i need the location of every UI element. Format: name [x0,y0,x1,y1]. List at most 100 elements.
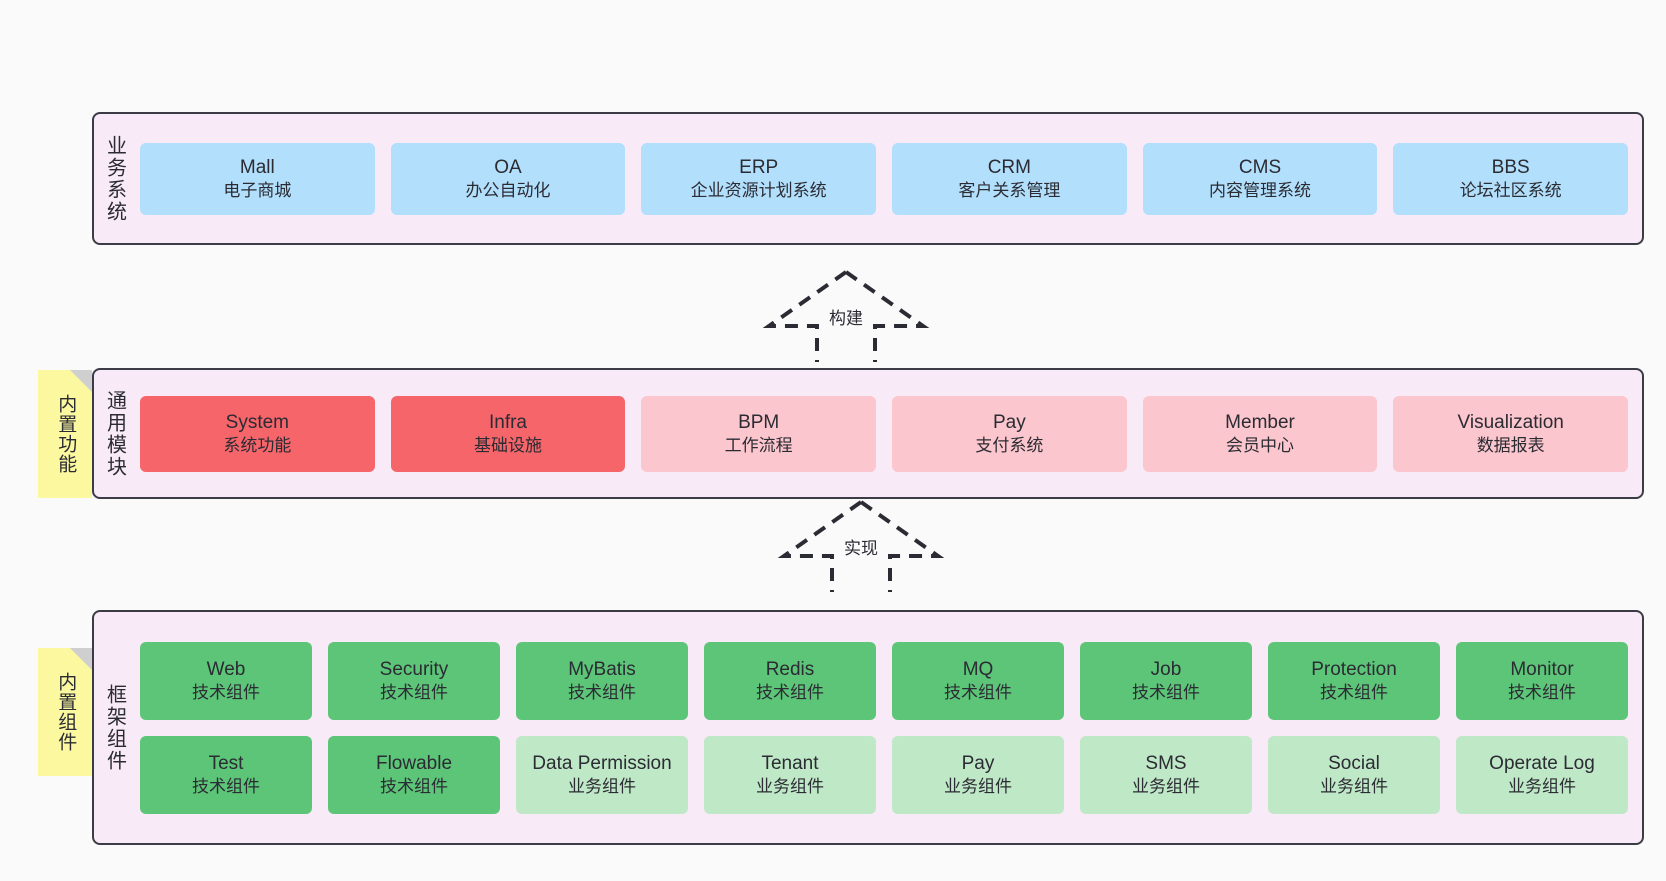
node-crm[interactable]: CRM 客户关系管理 [892,142,1127,215]
node-subtitle: 内容管理系统 [1209,180,1312,200]
node-web[interactable]: Web 技术组件 [140,641,312,720]
node-pay-component[interactable]: Pay 业务组件 [892,735,1064,814]
node-monitor[interactable]: Monitor 技术组件 [1456,641,1628,720]
layer-body-common-modules: System 系统功能 Infra 基础设施 BPM 工作流程 Pay 支付系统… [134,370,1642,497]
node-data-permission[interactable]: Data Permission 业务组件 [516,735,688,814]
node-subtitle: 客户关系管理 [958,180,1061,200]
node-subtitle: 企业资源计划系统 [690,180,827,200]
layer-business-system: 业务系统 Mall 电子商城 OA 办公自动化 ERP 企业资源计划系统 CRM… [92,112,1644,245]
node-security[interactable]: Security 技术组件 [328,641,500,720]
node-name: Redis [765,659,815,680]
node-subtitle: 技术组件 [568,682,636,702]
note-label: 内置组件 [55,672,77,752]
node-subtitle: 技术组件 [944,682,1012,702]
node-name: Pay [992,412,1026,433]
node-subtitle: 数据报表 [1476,435,1545,455]
node-sms[interactable]: SMS 业务组件 [1080,735,1252,814]
node-name: Monitor [1510,659,1574,680]
node-redis[interactable]: Redis 技术组件 [704,641,876,720]
node-name: Security [379,659,449,680]
node-name: Job [1150,659,1182,680]
node-protection[interactable]: Protection 技术组件 [1268,641,1440,720]
node-subtitle: 技术组件 [380,776,448,796]
node-member[interactable]: Member 会员中心 [1142,395,1378,472]
node-name: Mall [239,157,275,178]
layer-title-business-system: 业务系统 [103,134,126,223]
note-builtin-features: 内置功能 [38,370,92,498]
node-pay-module[interactable]: Pay 支付系统 [892,395,1127,472]
node-name: Social [1328,753,1380,774]
node-name: OA [494,157,522,178]
node-operate-log[interactable]: Operate Log 业务组件 [1456,735,1628,814]
node-name: Web [206,659,246,680]
node-flowable[interactable]: Flowable 技术组件 [328,735,500,814]
node-name: Visualization [1457,412,1564,433]
layer-body-business-system: Mall 电子商城 OA 办公自动化 ERP 企业资源计划系统 CRM 客户关系… [134,114,1642,243]
node-name: Tenant [761,753,819,774]
node-name: System [225,412,290,433]
node-subtitle: 论坛社区系统 [1459,180,1562,200]
note-fold-icon [70,648,92,670]
node-name: Infra [488,412,528,433]
node-test[interactable]: Test 技术组件 [140,735,312,814]
node-mall[interactable]: Mall 电子商城 [140,142,375,215]
node-name: Pay [961,753,995,774]
node-subtitle: 办公自动化 [465,180,551,200]
node-subtitle: 业务组件 [1320,776,1388,796]
node-subtitle: 技术组件 [192,682,260,702]
node-name: MQ [962,659,994,680]
node-tenant[interactable]: Tenant 业务组件 [704,735,876,814]
node-subtitle: 业务组件 [568,776,636,796]
node-name: Data Permission [532,753,672,774]
node-name: Flowable [375,753,453,774]
node-subtitle: 技术组件 [756,682,824,702]
node-name: ERP [739,157,779,178]
node-subtitle: 系统功能 [223,435,292,455]
node-bpm[interactable]: BPM 工作流程 [641,395,877,472]
node-name: Operate Log [1489,753,1595,774]
node-oa[interactable]: OA 办公自动化 [390,142,626,215]
note-builtin-components: 内置组件 [38,648,92,776]
node-subtitle: 业务组件 [944,776,1012,796]
node-job[interactable]: Job 技术组件 [1080,641,1252,720]
node-subtitle: 基础设施 [474,435,542,455]
node-subtitle: 电子商城 [223,180,292,200]
connector-realize-label: 实现 [842,534,880,559]
node-name: BBS [1491,157,1530,178]
connector-realize: 实现 [776,498,946,594]
node-mybatis[interactable]: MyBatis 技术组件 [516,641,688,720]
node-name: Protection [1311,659,1397,680]
node-row: Web 技术组件 Security 技术组件 MyBatis 技术组件 Redi… [140,641,1628,720]
layer-framework-components: 框架组件 Web 技术组件 Security 技术组件 MyBatis 技术组件… [92,610,1644,845]
node-name: CMS [1238,157,1282,178]
node-infra[interactable]: Infra 基础设施 [390,395,626,472]
node-bbs[interactable]: BBS 论坛社区系统 [1393,142,1629,215]
node-row: System 系统功能 Infra 基础设施 BPM 工作流程 Pay 支付系统… [140,395,1629,472]
node-subtitle: 技术组件 [1508,682,1576,702]
node-name: BPM [738,412,780,433]
node-subtitle: 业务组件 [1132,776,1200,796]
node-name: CRM [987,157,1031,178]
layer-title-framework-components: 框架组件 [103,683,126,772]
layer-common-modules: 通用模块 System 系统功能 Infra 基础设施 BPM 工作流程 Pay… [92,368,1644,499]
node-visualization[interactable]: Visualization 数据报表 [1393,395,1629,472]
layer-title-common-modules: 通用模块 [103,389,126,478]
connector-realize-shape [777,500,945,592]
node-cms[interactable]: CMS 内容管理系统 [1142,142,1378,215]
node-name: Member [1225,412,1295,433]
node-system[interactable]: System 系统功能 [140,395,375,472]
node-subtitle: 业务组件 [1508,776,1576,796]
node-row: Mall 电子商城 OA 办公自动化 ERP 企业资源计划系统 CRM 客户关系… [140,142,1629,215]
node-mq[interactable]: MQ 技术组件 [892,641,1064,720]
node-subtitle: 技术组件 [1132,682,1200,702]
node-erp[interactable]: ERP 企业资源计划系统 [641,142,877,215]
connector-build: 构建 [761,268,931,364]
layer-body-framework-components: Web 技术组件 Security 技术组件 MyBatis 技术组件 Redi… [134,612,1642,843]
node-name: SMS [1145,753,1187,774]
connector-build-shape [762,270,930,362]
node-name: MyBatis [568,659,636,680]
node-subtitle: 业务组件 [756,776,824,796]
node-subtitle: 工作流程 [724,435,793,455]
node-social[interactable]: Social 业务组件 [1268,735,1440,814]
